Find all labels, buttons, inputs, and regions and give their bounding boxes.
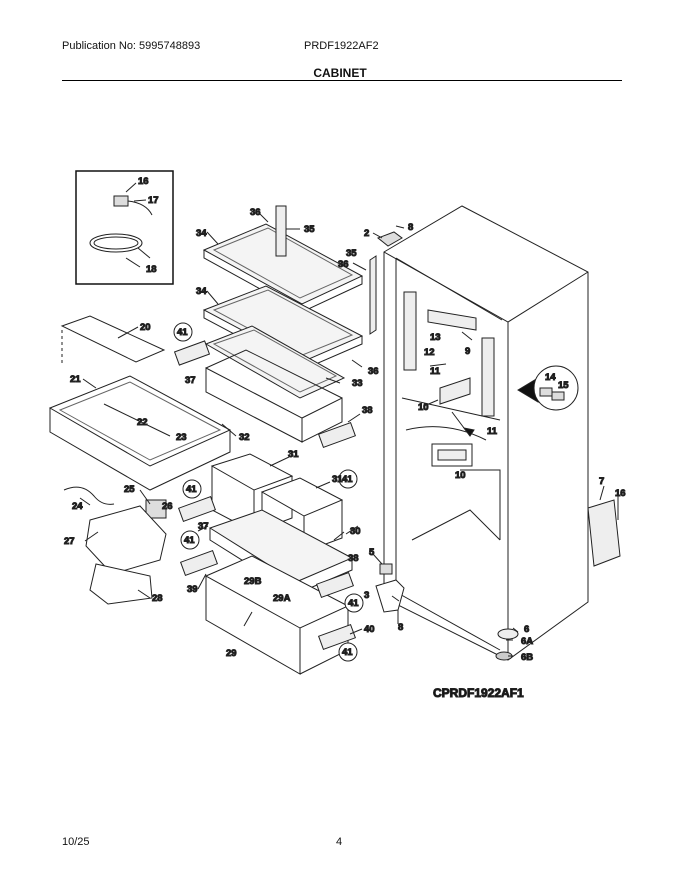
detail-arrow-10 <box>431 411 475 467</box>
callout-11: 11 <box>430 366 441 377</box>
callout-23: 23 <box>176 432 187 443</box>
detail-arrow-14-15 <box>517 365 579 411</box>
callout-12: 12 <box>424 347 435 358</box>
callout-21: 21 <box>70 374 81 385</box>
cabinet-body <box>383 205 589 661</box>
callout-29: 29 <box>226 648 237 659</box>
shelf-34-top <box>202 223 364 313</box>
callout-8: 8 <box>398 622 403 633</box>
crisper-32 <box>205 349 343 443</box>
callout-34: 34 <box>196 228 207 239</box>
callout-37: 37 <box>198 521 209 532</box>
callout-39: 39 <box>187 584 198 595</box>
callout-6B: 6B <box>521 652 533 663</box>
callout-9: 9 <box>465 346 470 357</box>
callout-17: 17 <box>148 195 159 206</box>
callout-41: 41 <box>177 327 188 338</box>
callout-7: 7 <box>599 476 604 487</box>
callout-33: 33 <box>352 378 363 389</box>
callout-36: 36 <box>368 366 379 377</box>
callout-35: 35 <box>304 224 315 235</box>
callout-15: 15 <box>558 380 569 391</box>
callout-37: 37 <box>185 375 196 386</box>
callout-3: 3 <box>364 590 369 601</box>
callout-40: 40 <box>364 624 375 635</box>
callout-10: 10 <box>455 470 466 481</box>
callout-6: 6 <box>524 624 529 635</box>
page-number: 4 <box>336 836 343 848</box>
inset-harness-box <box>75 170 174 285</box>
callout-41: 41 <box>342 474 353 485</box>
tray-21 <box>48 375 232 491</box>
callout-31: 31 <box>332 474 343 485</box>
callout-16: 16 <box>138 176 149 187</box>
callout-16: 16 <box>615 488 626 499</box>
callout-36: 36 <box>250 207 261 218</box>
callout-5: 5 <box>369 547 375 558</box>
callout-38: 38 <box>348 553 359 564</box>
callout-34: 34 <box>196 286 207 297</box>
callout-10: 10 <box>418 402 429 413</box>
callout-22: 22 <box>137 417 148 428</box>
callout-41: 41 <box>186 484 197 495</box>
callout-6A: 6A <box>521 636 533 647</box>
diagram-code: CPRDF1922AF1 <box>433 686 524 700</box>
callout-29A: 29A <box>273 593 291 604</box>
callout-18: 18 <box>146 264 157 275</box>
plate-20 <box>60 315 166 363</box>
callout-2: 2 <box>364 228 369 239</box>
model-number: PRDF1922AF2 <box>304 40 379 52</box>
publication-number: Publication No: 5995748893 <box>62 40 201 52</box>
callout-20: 20 <box>140 322 151 333</box>
callout-11: 11 <box>487 426 498 437</box>
callout-8: 8 <box>408 222 413 233</box>
callout-29B: 29B <box>244 576 262 587</box>
callout-31: 31 <box>288 449 299 460</box>
callout-25: 25 <box>124 484 135 495</box>
callout-35: 35 <box>346 248 357 259</box>
callout-41: 41 <box>184 535 195 546</box>
callout-28: 28 <box>152 593 163 604</box>
shelf-33 <box>204 325 346 399</box>
callout-38: 38 <box>362 405 373 416</box>
callout-24: 24 <box>72 501 83 512</box>
callout-30: 30 <box>350 526 361 537</box>
header-rule <box>62 80 622 81</box>
assembly-24-28 <box>63 486 167 605</box>
callout-27: 27 <box>64 536 75 547</box>
callout-26: 26 <box>162 501 173 512</box>
callout-14: 14 <box>545 372 556 383</box>
footer-date: 10/25 <box>62 836 90 848</box>
callout-13: 13 <box>430 332 441 343</box>
callout-36: 36 <box>338 259 349 270</box>
callout-41: 41 <box>342 647 353 658</box>
section-title: CABINET <box>313 66 367 80</box>
callout-41: 41 <box>348 598 359 609</box>
callout-32: 32 <box>239 432 250 443</box>
